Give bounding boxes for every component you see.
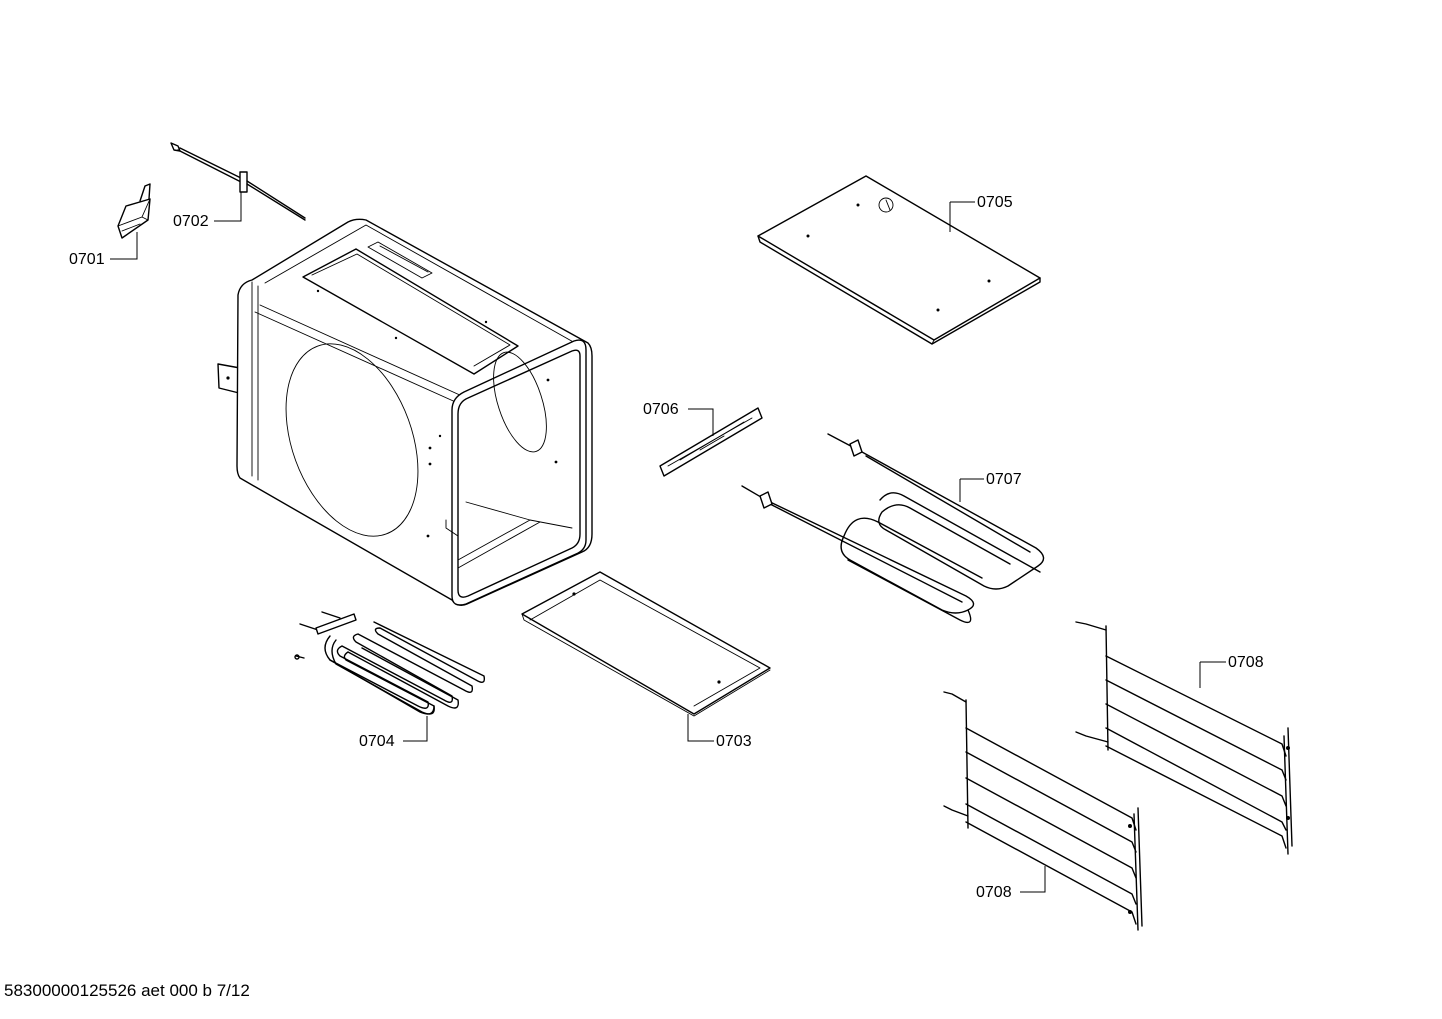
oven-cavity — [217, 218, 593, 607]
document-footer-id: 58300000125526 aet 000 b 7/12 — [4, 981, 250, 1000]
label-0702: 0702 — [173, 213, 209, 230]
part-0704-bottom-heater — [294, 611, 486, 715]
label-0708-upper: 0708 — [1228, 654, 1264, 671]
part-0706-bracket — [659, 407, 763, 477]
leader-lines — [110, 192, 1226, 893]
label-0704: 0704 — [359, 733, 395, 750]
label-0708-lower: 0708 — [976, 884, 1012, 901]
part-0708-rack-right — [1075, 621, 1293, 855]
label-0701: 0701 — [69, 251, 105, 268]
part-0701-module — [117, 183, 151, 239]
part-0707-grill-heater — [741, 433, 1045, 624]
label-0703: 0703 — [716, 733, 752, 750]
part-0708-rack-left — [943, 691, 1143, 931]
label-0706: 0706 — [643, 401, 679, 418]
part-0705-top-cover — [757, 175, 1041, 345]
part-0702-probe — [170, 142, 306, 221]
label-0707: 0707 — [986, 471, 1022, 488]
part-0703-bottom-plate — [521, 571, 771, 717]
label-0705: 0705 — [977, 194, 1013, 211]
